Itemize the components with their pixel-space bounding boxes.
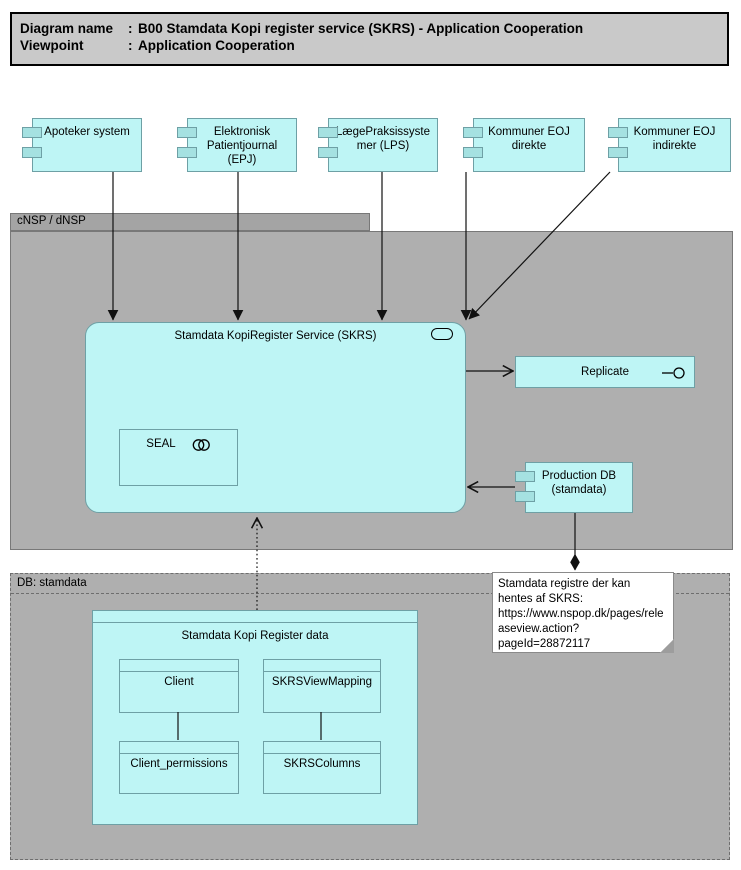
component-tab-icon (515, 491, 535, 502)
component-tab-icon (515, 471, 535, 482)
interface-lollipop-icon (662, 367, 685, 379)
component-apoteker-system[interactable]: Apoteker system (32, 118, 142, 172)
component-tab-icon (177, 147, 197, 158)
entity-label: Client_permissions (130, 758, 228, 770)
application-component-icon (431, 328, 453, 340)
note-text: Stamdata registre der kan hentes af SKRS… (498, 578, 664, 650)
component-label: LægePraksissystemer (LPS) (336, 126, 430, 152)
title-row-viewpoint: Viewpoint : Application Cooperation (20, 37, 719, 54)
component-tab-icon (608, 127, 628, 138)
entity-label: Client (164, 676, 194, 688)
component-kommuner-eoj-indirekte[interactable]: Kommuner EOJ indirekte (618, 118, 731, 172)
service-replicate[interactable]: Replicate (515, 356, 695, 388)
entity-client[interactable]: Client (119, 659, 239, 713)
viewpoint-value: Application Cooperation (138, 38, 295, 53)
entity-client-permissions[interactable]: Client_permissions (119, 741, 239, 794)
node-skrs-service[interactable]: Stamdata KopiRegister Service (SKRS) SEA… (85, 322, 466, 513)
group-db-header: DB: stamdata (11, 574, 729, 594)
component-label: Elektronisk Patientjournal (EPJ) (206, 126, 278, 166)
collaboration-circles-icon (192, 439, 210, 451)
title-label: Diagram name (20, 21, 114, 36)
component-tab-icon (318, 127, 338, 138)
group-cnsp-label: cNSP / dNSP (17, 215, 86, 227)
register-data-title: Stamdata Kopi Register data (181, 630, 329, 642)
component-tab-icon (22, 147, 42, 158)
viewpoint-label: Viewpoint (20, 38, 84, 53)
component-label: Kommuner EOJ indirekte (633, 126, 716, 152)
entity-label: SKRSColumns (283, 758, 361, 770)
entity-strip (120, 660, 238, 672)
title-row-diagram-name: Diagram name : B00 Stamdata Kopi registe… (20, 20, 719, 37)
component-production-db[interactable]: Production DB (stamdata) (525, 462, 633, 513)
component-lps[interactable]: LægePraksissystemer (LPS) (328, 118, 438, 172)
component-label: Production DB (stamdata) (541, 470, 617, 496)
component-tab-icon (318, 147, 338, 158)
title-value: B00 Stamdata Kopi register service (SKRS… (138, 21, 584, 36)
group-cnsp-tab[interactable]: cNSP / dNSP (10, 213, 370, 231)
node-seal[interactable]: SEAL (119, 429, 238, 486)
skrs-title: Stamdata KopiRegister Service (SKRS) (174, 330, 377, 342)
component-label: Kommuner EOJ direkte (488, 126, 570, 152)
diagram-title-block: Diagram name : B00 Stamdata Kopi registe… (10, 12, 729, 66)
viewpoint-separator: : (128, 38, 133, 53)
title-separator: : (128, 21, 133, 36)
entity-label: SKRSViewMapping (271, 676, 373, 688)
entity-strip (264, 742, 380, 754)
group-db-label: DB: stamdata (17, 577, 87, 589)
component-tab-icon (463, 147, 483, 158)
register-data-strip (93, 611, 417, 623)
entity-skrs-view-mapping[interactable]: SKRSViewMapping (263, 659, 381, 713)
seal-label: SEAL (146, 438, 176, 450)
replicate-label: Replicate (581, 366, 629, 378)
node-register-data[interactable]: Stamdata Kopi Register data Client SKRSV… (92, 610, 418, 825)
component-tab-icon (22, 127, 42, 138)
component-label: Apoteker system (44, 126, 130, 138)
entity-strip (264, 660, 380, 672)
component-kommuner-eoj-direkte[interactable]: Kommuner EOJ direkte (473, 118, 585, 172)
component-tab-icon (608, 147, 628, 158)
entity-strip (120, 742, 238, 754)
component-tab-icon (463, 127, 483, 138)
component-epj[interactable]: Elektronisk Patientjournal (EPJ) (187, 118, 297, 172)
note-stamdata-registre[interactable]: Stamdata registre der kan hentes af SKRS… (492, 572, 674, 653)
entity-skrs-columns[interactable]: SKRSColumns (263, 741, 381, 794)
component-tab-icon (177, 127, 197, 138)
